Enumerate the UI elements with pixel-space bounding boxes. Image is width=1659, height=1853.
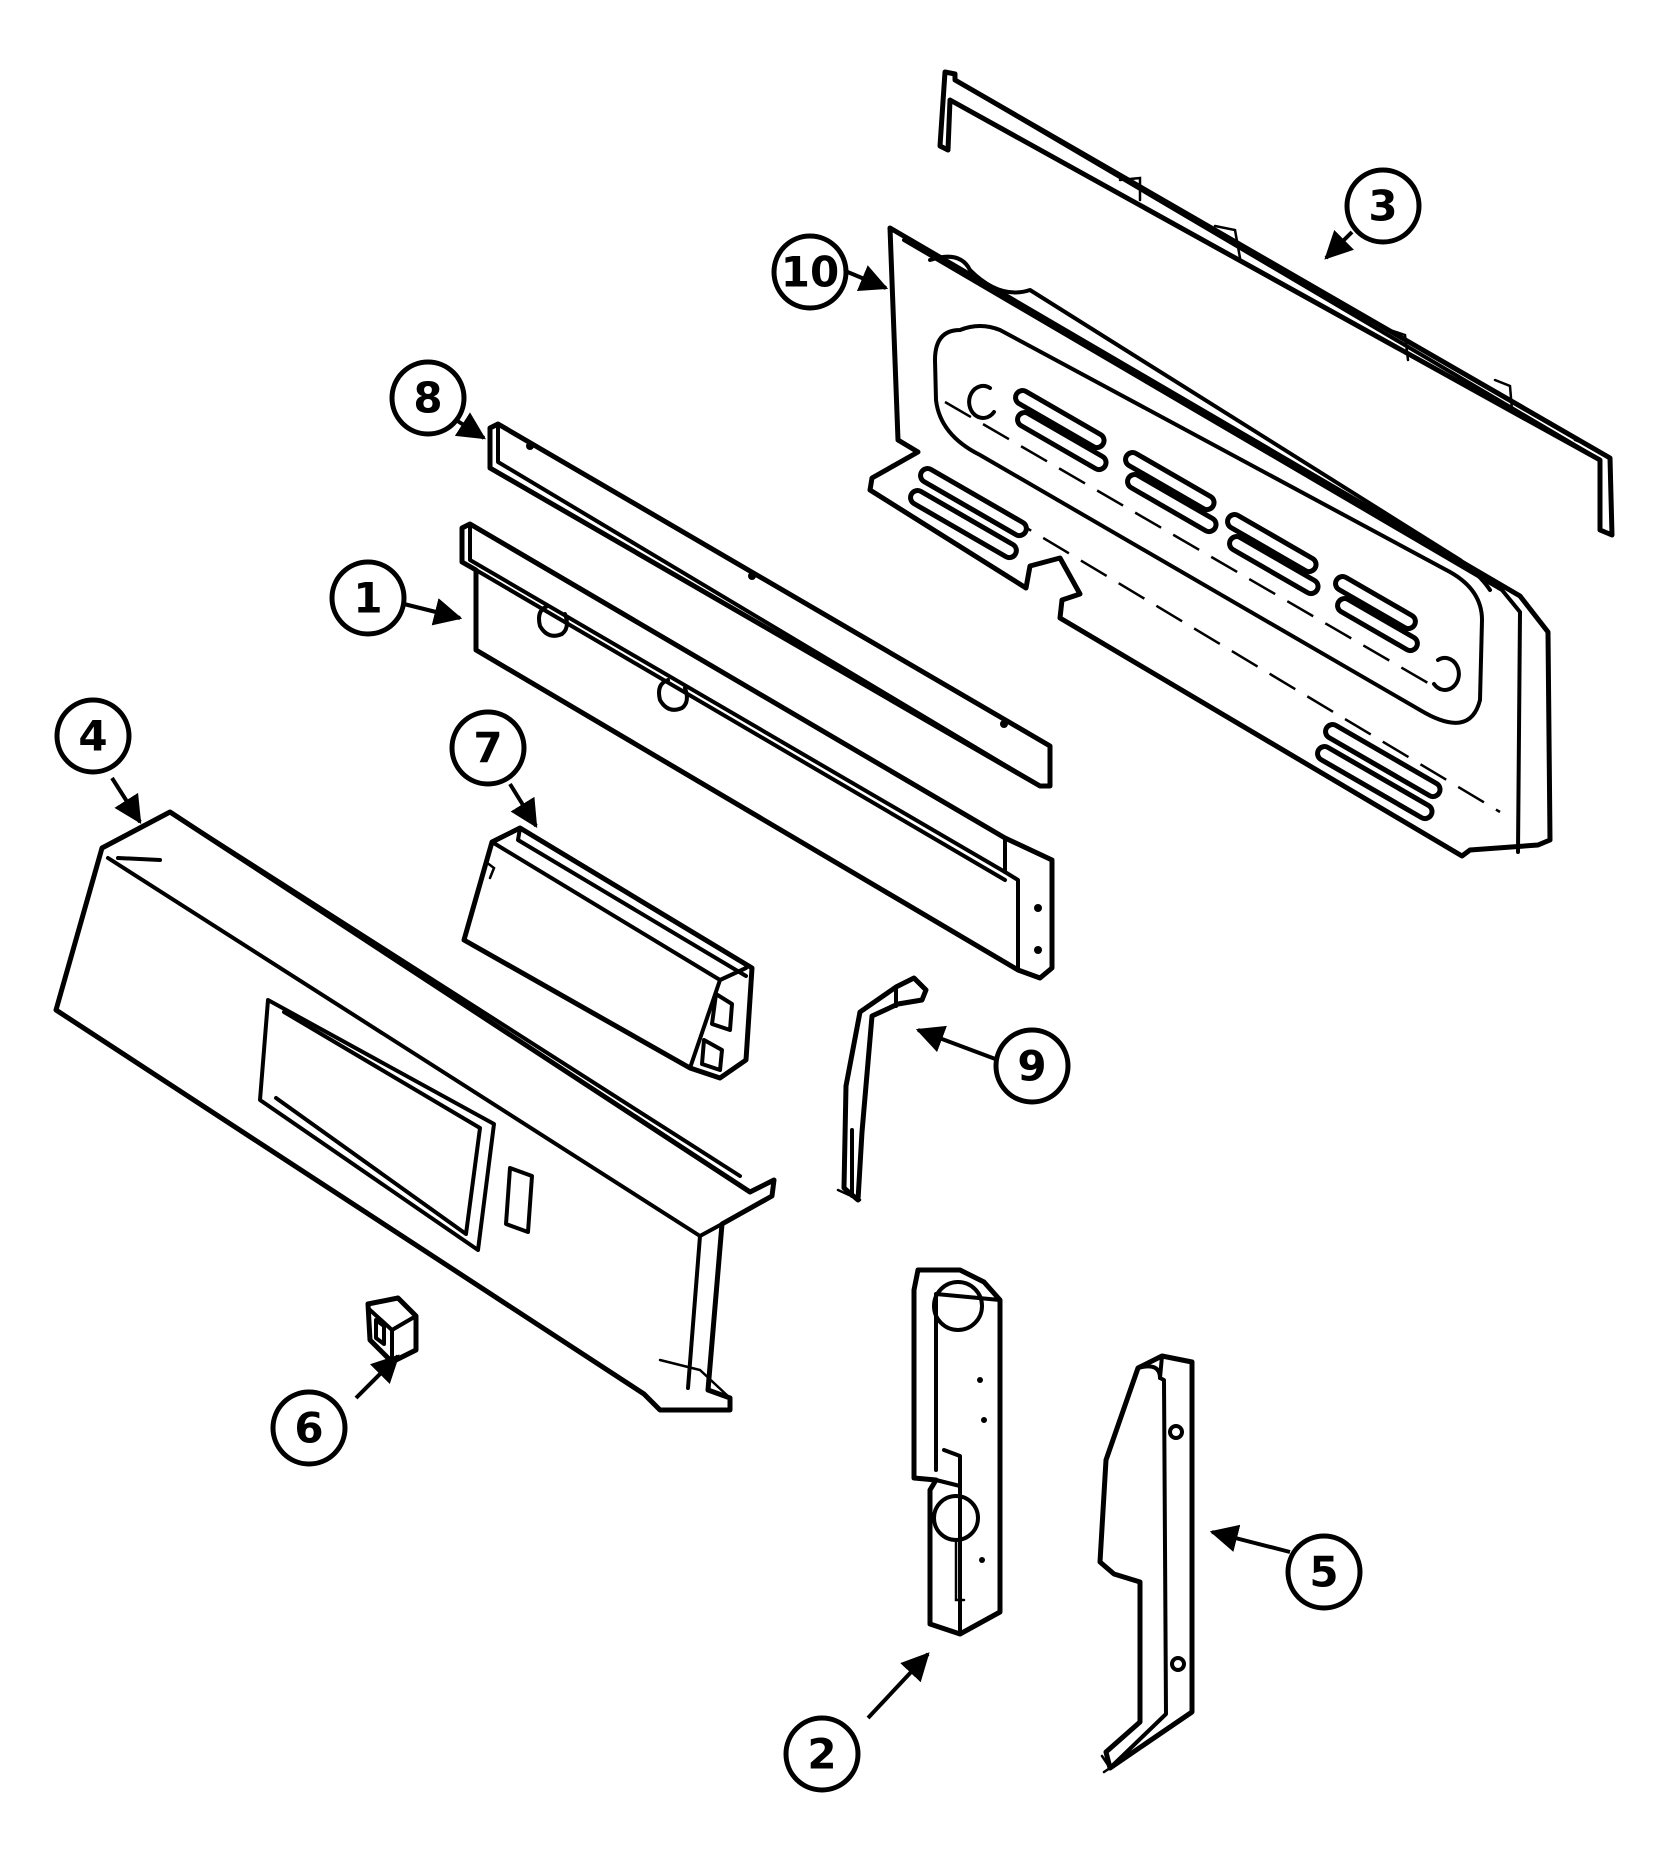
part-9-wire-bracket — [836, 975, 929, 1203]
callout-2-label: 2 — [807, 1730, 836, 1779]
callout-7-label: 7 — [473, 724, 502, 773]
callout-9-label: 9 — [1017, 1042, 1046, 1091]
callout-4: 4 — [54, 697, 132, 775]
part-10-rear-panel — [867, 225, 1553, 859]
callout-2: 2 — [783, 1715, 861, 1793]
callout-3: 3 — [1344, 167, 1422, 245]
part-8-mounting-strip — [487, 421, 1053, 789]
part-4-control-panel — [53, 809, 777, 1413]
part-6-rocker-switch — [365, 1295, 419, 1365]
callout-1-label: 1 — [353, 574, 382, 623]
callout-7: 7 — [449, 709, 527, 787]
part-1-support-channel — [459, 521, 1055, 981]
callout-4-label: 4 — [78, 712, 107, 761]
callout-3-label: 3 — [1368, 182, 1397, 231]
part-5-side-end-cap — [1097, 1353, 1195, 1774]
part-3-rear-trim-strip — [937, 69, 1615, 538]
callout-8: 8 — [389, 359, 467, 437]
callout-6-label: 6 — [294, 1404, 323, 1453]
part-7-control-module — [461, 825, 755, 1081]
callout-10: 10 — [771, 233, 849, 311]
callout-5-label: 5 — [1309, 1548, 1338, 1597]
callout-5: 5 — [1285, 1533, 1363, 1611]
callout-6: 6 — [270, 1389, 348, 1467]
callout-10-label: 10 — [781, 248, 839, 297]
callout-9: 9 — [993, 1027, 1071, 1105]
callout-1: 1 — [329, 559, 407, 637]
leader-lines — [110, 229, 1355, 1720]
callout-8-label: 8 — [413, 374, 442, 423]
part-2-side-bracket — [911, 1267, 1003, 1637]
